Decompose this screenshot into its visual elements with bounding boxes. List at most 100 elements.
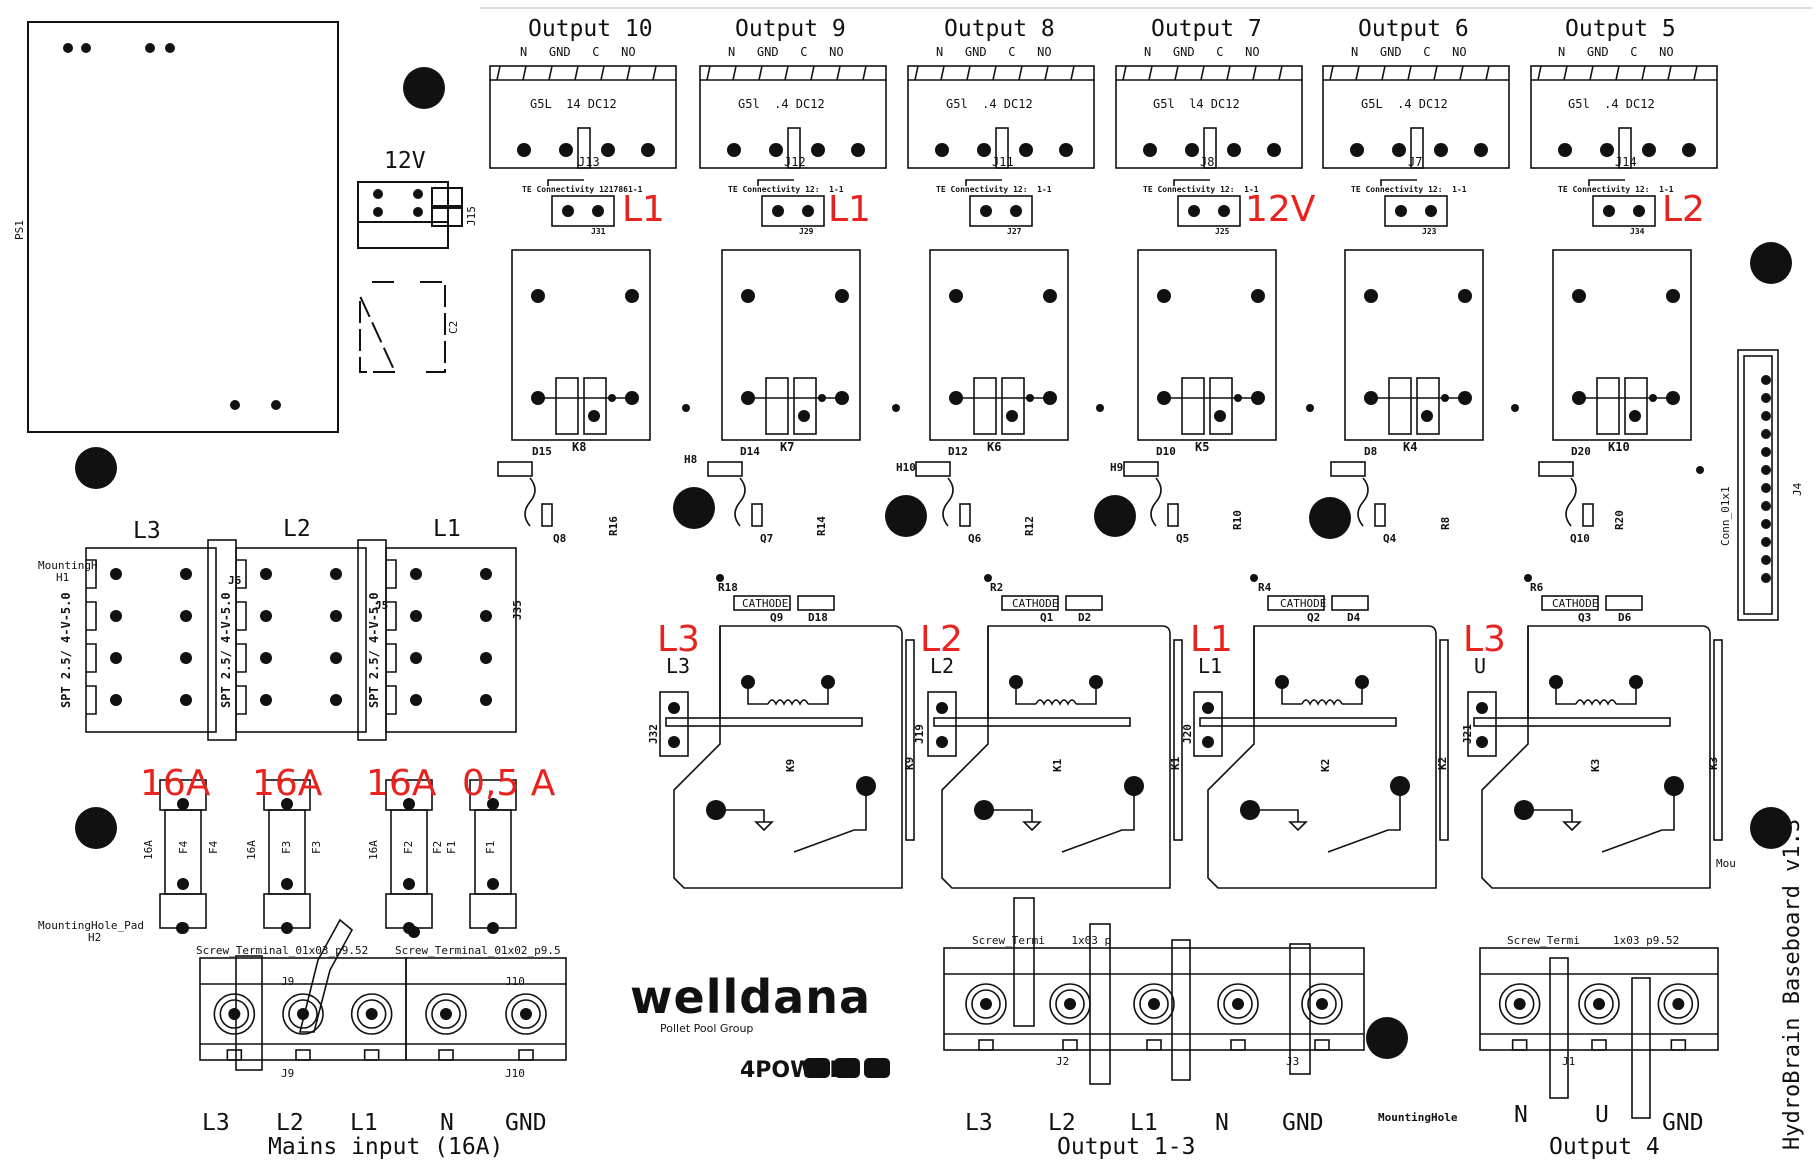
jumper-header	[969, 195, 1033, 227]
terminal-pad	[180, 568, 192, 580]
terminal-pad	[330, 694, 342, 706]
jumper-pad	[1010, 205, 1022, 217]
output-8-label: Output 8	[944, 16, 1055, 42]
relay-pad	[1364, 289, 1378, 303]
connector-pad	[769, 143, 783, 157]
jumper-pad	[936, 736, 948, 748]
big-relay-d-2: D2	[1078, 611, 1092, 624]
conn-ref-4: J8	[1200, 155, 1215, 169]
power-relay	[1207, 625, 1437, 889]
fuse-small-3: 16A	[367, 840, 380, 860]
transistor-sketch	[1357, 477, 1369, 527]
via	[1524, 574, 1532, 582]
screw-terminal	[965, 983, 1007, 1025]
jumper-pad	[668, 736, 680, 748]
screw-pad	[1316, 998, 1328, 1010]
mains-caption: Mains input (16A)	[268, 1134, 504, 1160]
via	[1441, 394, 1449, 402]
terminal-pad	[480, 652, 492, 664]
relay-ref-k4: K4	[1403, 440, 1418, 454]
connector-pad	[1267, 143, 1281, 157]
output-10-label: Output 10	[528, 16, 653, 42]
relay-ref-k7: K7	[780, 440, 795, 454]
fuse-pad	[177, 878, 189, 890]
big-relay-ref-3a: K2	[1319, 758, 1332, 772]
bottom-out4-u: U	[1595, 1102, 1609, 1128]
bottom-mains-l2: L2	[276, 1110, 304, 1136]
mount-ref-h9: H9	[1110, 461, 1124, 474]
coil	[1035, 699, 1077, 706]
bottom-mains-gnd: GND	[505, 1110, 547, 1136]
fuse-ref-f1a: F1	[445, 840, 458, 854]
power-relay	[673, 625, 903, 889]
coil	[1301, 699, 1343, 706]
jumper-header	[1177, 195, 1241, 227]
jumper-header	[1384, 195, 1448, 227]
big-relay-q-1: Q9	[770, 611, 784, 624]
screw-terminal	[425, 993, 467, 1035]
jumper-ref-2: J29	[799, 227, 814, 236]
phase-terminal-block	[385, 547, 517, 733]
relay-pad	[1549, 675, 1563, 689]
screw-pad	[440, 1008, 452, 1020]
conn-ref-1: J13	[578, 155, 600, 169]
diode-ref-5: D8	[1364, 445, 1378, 458]
psu-pad	[81, 43, 91, 53]
jumper-pad	[1395, 205, 1407, 217]
via	[682, 404, 690, 412]
big-relay-ref-4b: K3	[1707, 756, 1720, 770]
relay-pad	[1666, 391, 1680, 405]
signal-relay	[929, 249, 1069, 441]
screw-term-label-4: Screw_Termi 1x03 p9.52	[1507, 934, 1680, 947]
j4-model: Conn_01x1	[1719, 486, 1732, 546]
resistor-ref-2: R14	[815, 516, 828, 536]
relay-pad	[835, 391, 849, 405]
resistor-ref-4: R10	[1231, 510, 1244, 530]
relay-pad	[1572, 289, 1586, 303]
screw-pad	[520, 1008, 532, 1020]
jumper-pad	[592, 205, 604, 217]
connector-pad	[1682, 143, 1696, 157]
screw-terminal	[1657, 983, 1700, 1025]
screw-terminal	[505, 993, 547, 1035]
relay-pad	[1009, 675, 1023, 689]
fuse-ref-f2b: F2	[431, 840, 444, 854]
logo-powered: 4POWER	[740, 1058, 847, 1083]
relay-pad	[949, 391, 963, 405]
terminal-pad	[330, 610, 342, 622]
big-relay-q-3: Q2	[1307, 611, 1321, 624]
output-5-label: Output 5	[1565, 16, 1676, 42]
phase-l2: L2	[283, 516, 311, 542]
relay-pad	[625, 289, 639, 303]
big-relay-cath-1: CATHODE	[742, 597, 789, 610]
fuse-ref-f1b: F1	[484, 840, 497, 854]
via	[608, 394, 616, 402]
connector-pad	[601, 143, 615, 157]
conn-ref-6: J14	[1615, 155, 1637, 169]
side-label-bar	[1439, 639, 1449, 841]
screw-pad	[1593, 998, 1605, 1010]
conn-ref-5: J7	[1408, 155, 1423, 169]
relay-pad	[1572, 391, 1586, 405]
terminal-pad	[480, 568, 492, 580]
mounting-hole	[1309, 497, 1351, 539]
relay-pad	[1458, 289, 1472, 303]
jumper-pad	[1476, 702, 1488, 714]
terminal-pad	[180, 694, 192, 706]
pins-output-5: N GND C NO	[1558, 45, 1674, 59]
transistor-ref-3: Q6	[968, 532, 982, 545]
relay-pad	[835, 289, 849, 303]
big-relay-ref-1a: K9	[784, 758, 797, 772]
psu-pad	[165, 43, 175, 53]
jumper-pad	[668, 702, 680, 714]
fuse-ref-f3a: F3	[280, 840, 293, 854]
te-label-5: TE Connectivity 12: 1-1	[1351, 185, 1467, 194]
j4-pin	[1761, 447, 1771, 457]
terminal-pad	[260, 568, 272, 580]
connector-pad	[1059, 143, 1073, 157]
relay-ref-k5: K5	[1195, 440, 1210, 454]
resistor	[959, 503, 971, 527]
screw-ref-j10b: J10	[505, 1067, 525, 1080]
big-relay-d-4: D6	[1618, 611, 1632, 624]
connector-pad	[1185, 143, 1199, 157]
